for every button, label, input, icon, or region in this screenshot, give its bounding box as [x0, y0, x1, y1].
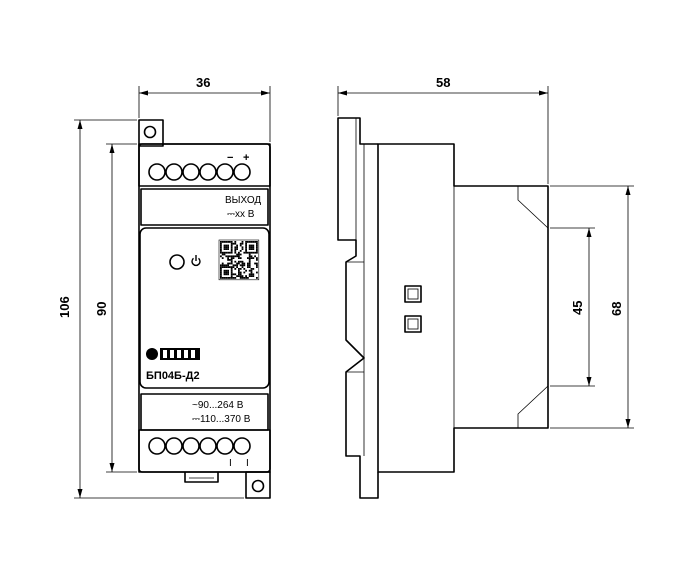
qr-code-icon [218, 239, 260, 281]
side-dimensions: 58 68 45 [337, 75, 634, 429]
bottom-mark-2: I [246, 458, 249, 469]
terminal-minus-label: − [227, 152, 233, 164]
terminal-screw [165, 437, 183, 455]
terminal-screw [233, 163, 251, 181]
dim-height-mid: 68 [609, 302, 624, 316]
power-led [169, 254, 185, 270]
dim-height-total: 106 [57, 296, 72, 318]
main-face [139, 227, 270, 389]
din-latch [184, 472, 219, 483]
side-housing [377, 143, 549, 473]
terminal-screw [216, 163, 234, 181]
din-clip-bottom [404, 315, 422, 333]
bottom-mark-1: I [229, 458, 232, 469]
dim-height-body: 90 [94, 302, 109, 316]
model-label: БП04Б-Д2 [146, 370, 200, 382]
brand-logo-icon [146, 348, 200, 360]
bottom-mount-tab [245, 471, 271, 499]
dim-height-inner: 45 [570, 301, 585, 315]
bottom-terminal-block [138, 429, 271, 473]
terminal-screw [148, 163, 166, 181]
terminal-screw [233, 437, 251, 455]
output-label-panel [140, 188, 269, 226]
output-label: ВЫХОД [225, 195, 261, 206]
terminal-plus-label: + [243, 152, 249, 164]
front-dimensions: 36 106 90 [57, 75, 271, 499]
terminal-screw [199, 437, 217, 455]
side-view [337, 117, 549, 499]
power-icon [191, 255, 201, 267]
terminal-screw [182, 163, 200, 181]
input-dc-label: ⎓110...370 В [192, 414, 251, 425]
dim-width-front: 36 [196, 75, 210, 90]
terminal-screw [182, 437, 200, 455]
terminal-screw [148, 437, 166, 455]
terminal-screw [165, 163, 183, 181]
terminal-screw [199, 163, 217, 181]
din-mount [337, 117, 379, 499]
top-mount-hole [143, 125, 157, 139]
top-terminals [148, 163, 251, 181]
top-terminal-block [138, 143, 271, 187]
bottom-mount-hole [251, 479, 265, 493]
bottom-terminals [148, 437, 251, 455]
front-view: − + ВЫХОД ⎓xx В БП04Б-Д2 ~90...264 В [138, 119, 271, 499]
din-clip-top [404, 285, 422, 303]
top-mount-tab [138, 119, 164, 147]
output-voltage: ⎓xx В [227, 209, 255, 220]
dim-depth-side: 58 [436, 75, 450, 90]
terminal-screw [216, 437, 234, 455]
input-ac-label: ~90...264 В [192, 400, 244, 411]
